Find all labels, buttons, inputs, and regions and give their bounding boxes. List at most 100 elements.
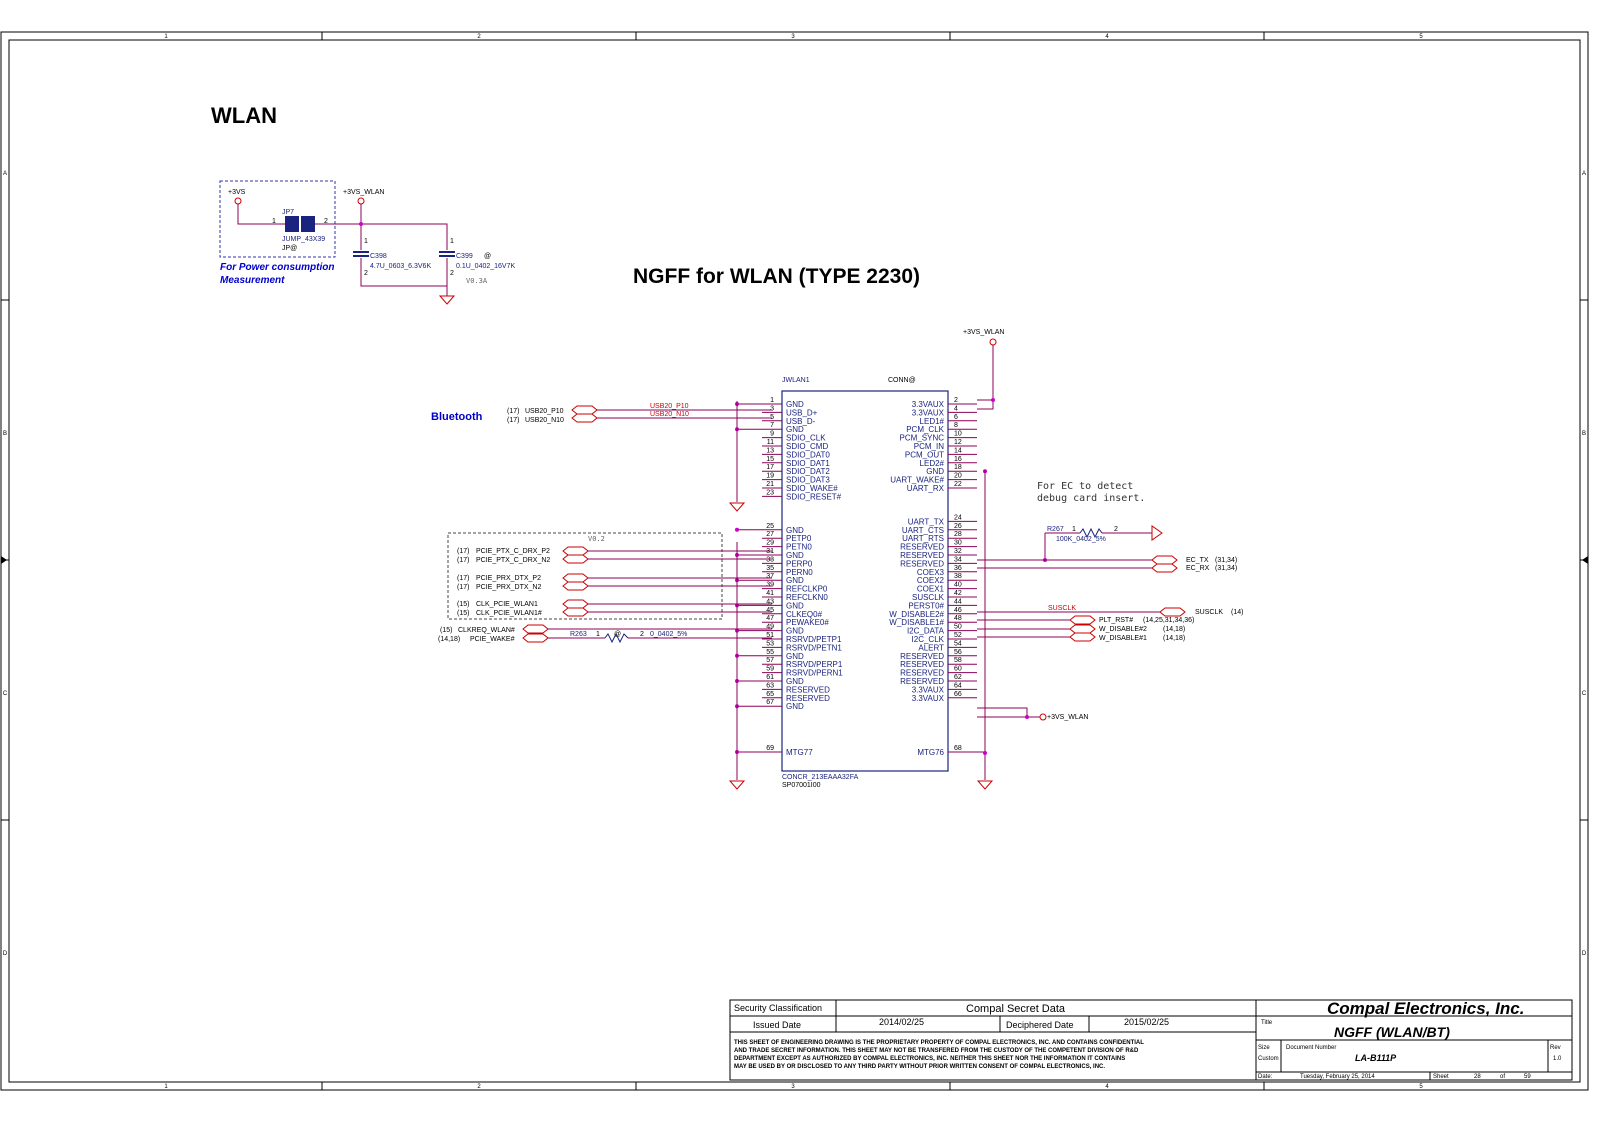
power-block-version: V0.3A [466,277,488,285]
label-bluetooth: Bluetooth [431,411,483,423]
plt-rst-sheetref: (14,25,31,34,36) [1143,617,1194,624]
offpage-connector-icon [562,607,589,617]
pin-number: 9 [770,431,774,438]
aux-supply-label: +3VS_WLAN [1047,714,1088,721]
pin-number: 32 [954,548,962,555]
pin-number: 5 [770,414,774,421]
pin-number: 63 [766,682,774,689]
pin-name: UART_WAKE# [890,476,944,485]
pin-number: 14 [954,447,962,454]
pin-number: 16 [954,456,962,463]
pin-name: PETN0 [786,543,812,552]
pin-name: 3.3VAUX [912,685,945,694]
pin-name: GND [786,551,804,560]
pin-number: 67 [766,699,774,706]
size-value: Custom [1258,1056,1279,1062]
usb-n-name: USB20_N10 [525,417,564,424]
ground-icon [438,295,456,305]
pin-number: 3 [770,405,774,412]
resistor-r263-icon [604,632,629,644]
docnum-value: LA-B111P [1355,1053,1397,1063]
pin-name: COEX1 [917,585,945,594]
offpage-connector-icon [1151,563,1178,573]
prx-p-name: PCIE_PRX_DTX_P2 [476,575,541,582]
ec-note-line1: For EC to detect [1037,481,1133,492]
ground-icon [728,780,746,790]
net-3vs-wlan-label: +3VS_WLAN [343,189,384,196]
clk-p-name: CLK_PCIE_WLAN1 [476,601,538,608]
pin-name: PERN0 [786,568,813,577]
pin-number: 60 [954,666,962,673]
zone-col-label: 4 [1105,34,1109,40]
pin-number: 46 [954,607,962,614]
pin-name: GND [786,702,804,711]
disclaimer-line: THIS SHEET OF ENGINEERING DRAWING IS THE… [734,1040,1144,1046]
wdis2-name: W_DISABLE#2 [1099,626,1147,633]
pin-number: 51 [766,632,774,639]
pin-name: 3.3VAUX [912,694,945,703]
pin-number: 54 [954,640,962,647]
zone-col-label: 4 [1105,1084,1109,1090]
pin-name: GND [786,601,804,610]
pin-number: 55 [766,649,774,656]
pin-number: 58 [954,657,962,664]
offpage-connector-icon [562,599,589,609]
pin-number: 53 [766,640,774,647]
pin-name: SDIO_CLK [786,434,826,443]
zone-col-label: 2 [477,1084,481,1090]
security-value: Compal Secret Data [966,1003,1066,1015]
clkreq-name: CLKREQ_WLAN# [458,627,515,634]
pin-number: 65 [766,691,774,698]
pin-name: RESERVED [900,669,944,678]
offpage-connector-icon [571,413,598,423]
power-port-icon [234,197,242,205]
pin-name: UART_RTS [902,534,944,543]
pin-name: W_DISABLE1# [889,618,944,627]
pin-name: RSRVD/PETP1 [786,635,842,644]
zone-col-label: 5 [1419,1084,1423,1090]
zone-row-label: B [3,431,7,437]
zone-row-label: D [3,951,8,957]
pin-name: ALERT [918,643,944,652]
ptx-n-sheetref: (17) [457,557,469,564]
of-label: of [1500,1074,1505,1080]
docnum-label: Document Number [1286,1045,1336,1051]
clk-p-sheetref: (15) [457,601,469,608]
r267-value: 100K_0402_5% [1056,536,1106,543]
zone-col-label: 3 [791,34,795,40]
pin-name: RESERVED [900,677,944,686]
junction-dot [1025,715,1029,719]
pin-name: W_DISABLE2# [889,610,944,619]
pin-name: SDIO_WAKE# [786,484,838,493]
pin-name: COEX2 [917,576,945,585]
net-3vs-label: +3VS [228,189,246,196]
pin-number: 15 [766,456,774,463]
pin-name: SDIO_DAT0 [786,450,830,459]
connector-ref: JWLAN1 [782,377,810,384]
pin-name: PERST0# [908,601,944,610]
pin-name: SUSCLK [912,593,945,602]
pin-name: SDIO_CMD [786,442,828,451]
pin-name: RESERVED [786,694,830,703]
date-label: Date: [1258,1074,1273,1080]
pin-number: 43 [766,598,774,605]
c398-pin1: 1 [364,238,368,245]
junction-dot [991,398,995,402]
jp7-ref: JP7 [282,209,294,216]
pin-number: 29 [766,540,774,547]
r267-ref: R267 [1047,526,1064,533]
ptx-p-sheetref: (17) [457,548,469,555]
pin-number: 12 [954,439,962,446]
pin-name: PCM_CLK [906,425,944,434]
sheet-label: Sheet [1433,1074,1449,1080]
ec-tx-name: EC_TX [1186,557,1209,564]
pin-name: MTG76 [917,748,944,757]
jp7-option: JP@ [282,245,297,252]
ground-icon [728,502,746,512]
offpage-connector-icon [562,546,589,556]
pin-number: 20 [954,473,962,480]
size-label: Size [1258,1045,1270,1051]
wdis2-sheetref: (14,18) [1163,626,1185,633]
